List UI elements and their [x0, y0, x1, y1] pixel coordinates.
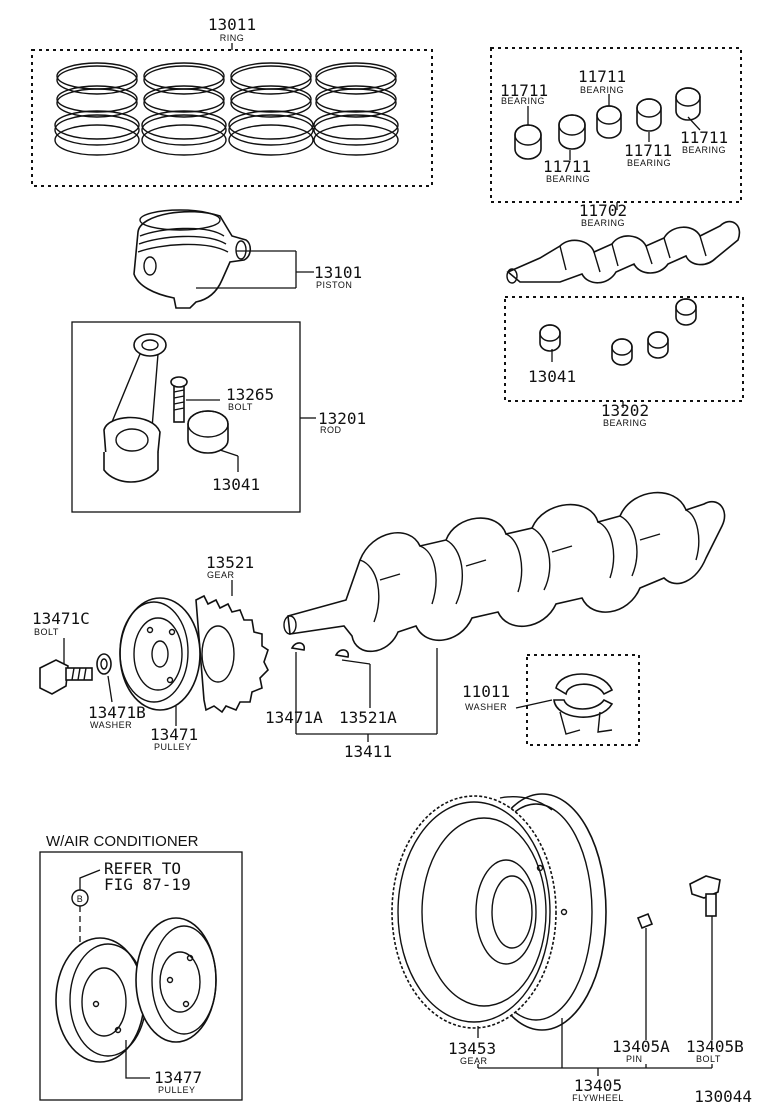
bearing-d-number: 11711 [624, 141, 672, 160]
flywheel-bolt-name: BOLT [696, 1054, 721, 1064]
ref-line-2: FIG 87-19 [104, 875, 191, 894]
piston-name: PISTON [316, 280, 352, 290]
ac-pulley-front[interactable] [55, 937, 147, 1063]
figure-number: 130044 [694, 1087, 752, 1106]
ac-section-title: W/AIR CONDITIONER [46, 833, 199, 850]
rod-bolt[interactable] [170, 376, 188, 423]
rod-bolt-number: 13265 [226, 385, 274, 404]
bearing-a-name: BEARING [501, 96, 545, 106]
woodruff-keys[interactable] [290, 642, 350, 658]
ring-set-1[interactable] [54, 62, 140, 156]
ring-dashed-box [31, 49, 433, 187]
pin-number: 13405A [612, 1037, 670, 1056]
piston-rings-group: 13011 RING [31, 15, 433, 187]
ac-pulley-rear[interactable] [135, 917, 217, 1043]
thrust-washer[interactable] [553, 673, 614, 735]
crank-pulley[interactable] [119, 597, 201, 711]
ac-pulley-name: PULLEY [158, 1085, 196, 1095]
ring-gear-number: 13453 [448, 1039, 496, 1058]
ring-part-name: RING [220, 33, 245, 43]
pulley-number: 13471 [150, 725, 198, 744]
ac-pulley-number: 13477 [154, 1068, 202, 1087]
flywheel-number: 13405 [574, 1076, 622, 1095]
rod-box [71, 321, 301, 513]
pulley-washer[interactable] [96, 653, 112, 675]
piston[interactable]: 13101 PISTON [133, 209, 362, 309]
ring-set-3[interactable] [228, 62, 314, 156]
rod-bearings-group: 13041 13202 BEARING [504, 296, 744, 428]
flywheel-name: FLYWHEEL [572, 1093, 624, 1103]
main-bearing-shells[interactable] [514, 87, 701, 160]
bearing-set-name: BEARING [581, 218, 625, 228]
ring-set-2[interactable] [141, 62, 227, 156]
ref-marker-letter: B [77, 894, 84, 904]
flywheel-bolt-number: 13405B [686, 1037, 744, 1056]
ring-part-number: 13011 [208, 15, 256, 34]
ring-gear-name: GEAR [460, 1056, 488, 1066]
pulley-bolt-name: BOLT [34, 627, 59, 637]
crankshaft[interactable] [283, 491, 726, 653]
rod-bolt-name: BOLT [228, 402, 253, 412]
bearing-b-name: BEARING [580, 85, 624, 95]
rod-bearing-b-number: 13041 [528, 367, 576, 386]
crankshaft-small-icon [506, 220, 741, 284]
thrust-washer-group: 11011 WASHER [462, 654, 640, 746]
pulley-name: PULLEY [154, 742, 192, 752]
rod-bearing-number: 13041 [212, 475, 260, 494]
main-bearings-group: 11711 BEARING 11711 BEARING 11711 BEARIN… [490, 47, 742, 228]
bearing-e-name: BEARING [682, 145, 726, 155]
bearing-c-name: BEARING [546, 174, 590, 184]
rod-bearing-shells[interactable] [539, 298, 697, 366]
pulley-bolt[interactable] [39, 659, 93, 695]
flywheel-bolt[interactable] [689, 875, 721, 917]
thrust-washer-dashed-box [526, 654, 640, 746]
pin-name: PIN [626, 1054, 643, 1064]
rod-name: ROD [320, 425, 342, 435]
bearing-c-number: 11711 [543, 157, 591, 176]
rod-bearing-set-number: 13202 [601, 401, 649, 420]
bearing-a-number: 11711 [500, 81, 548, 100]
piston-number: 13101 [314, 263, 362, 282]
crankshaft-number: 13411 [344, 742, 392, 761]
rod-bearing-set-name: BEARING [603, 418, 647, 428]
main-bearing-dashed-box [490, 47, 742, 203]
connecting-rod[interactable] [103, 333, 167, 483]
rod-number: 13201 [318, 409, 366, 428]
pulley-bolt-number: 13471C [32, 609, 90, 628]
rod-bearing-shell[interactable] [187, 410, 229, 454]
bearing-e-number: 11711 [680, 128, 728, 147]
bearing-d-name: BEARING [627, 158, 671, 168]
ac-section-box [39, 851, 243, 1101]
key-a-number: 13471A [265, 708, 323, 727]
ac-pulley-group: W/AIR CONDITIONER B REFER TO FIG 87-19 1… [39, 833, 243, 1101]
gear-number: 13521 [206, 553, 254, 572]
ref-line-1: REFER TO [104, 859, 181, 878]
pulley-washer-name: WASHER [90, 720, 132, 730]
thrust-washer-name: WASHER [465, 702, 507, 712]
thrust-washer-number: 11011 [462, 682, 510, 701]
ring-set-4[interactable] [313, 62, 399, 156]
bearing-set-number: 11702 [579, 201, 627, 220]
flywheel-pin[interactable] [636, 912, 654, 930]
pulley-washer-number: 13471B [88, 703, 146, 722]
flywheel-assembly[interactable] [391, 793, 607, 1031]
bearing-b-number: 11711 [578, 67, 626, 86]
key-b-number: 13521A [339, 708, 397, 727]
gear-name: GEAR [207, 570, 235, 580]
crank-timing-gear[interactable] [195, 594, 269, 714]
ring-gear[interactable] [391, 795, 557, 1029]
rod-bearing-dashed-box [504, 296, 744, 402]
connecting-rod-group: 13265 BOLT 13041 13201 ROD [71, 321, 366, 513]
